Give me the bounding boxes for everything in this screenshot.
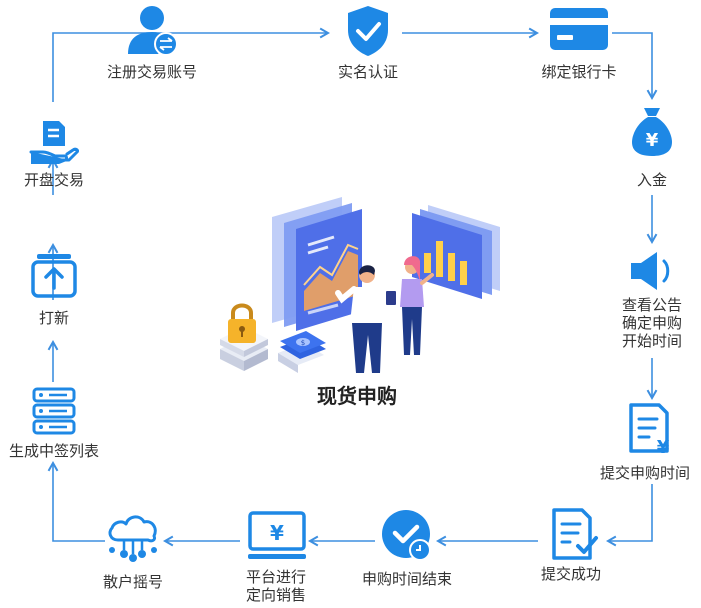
speaker-icon: [631, 252, 670, 290]
step-label: 注册交易账号: [106, 63, 198, 81]
cash-icon: $: [278, 331, 326, 373]
invoice-yuan-icon: ¥: [629, 403, 670, 455]
check-circle-icon: [382, 510, 431, 561]
svg-text:¥: ¥: [270, 521, 284, 545]
step-label: 入金: [636, 171, 668, 189]
user-exchange-icon: [128, 6, 178, 56]
upload-box-icon: [31, 254, 77, 298]
document-check-icon: [552, 508, 598, 560]
step-label: 提交成功: [540, 565, 602, 583]
chart-screen-right: [412, 205, 500, 299]
step-label: 开盘交易: [23, 171, 85, 189]
shield-check-icon: [348, 6, 388, 56]
step-label: 提交申购时间: [599, 464, 691, 482]
businessman-figure: [335, 265, 396, 373]
step-label: 申购时间结束: [361, 570, 453, 588]
center-title: 现货申购: [317, 384, 397, 408]
step-label: 实名认证: [337, 63, 399, 81]
svg-text:$: $: [301, 339, 305, 347]
businesswoman-figure: [400, 256, 434, 355]
step-label: 平台进行 定向销售: [245, 568, 307, 604]
server-list-icon: [32, 387, 76, 435]
step-label: 打新: [38, 309, 70, 327]
step-label: 查看公告 确定申购 开始时间: [621, 296, 683, 350]
bank-card-icon: [550, 8, 608, 50]
cloud-network-icon: [108, 515, 157, 562]
monitor-yuan-icon: ¥: [248, 511, 306, 559]
money-bag-icon: ¥: [632, 108, 672, 156]
step-label: 绑定银行卡: [541, 63, 617, 81]
hand-document-icon: [29, 121, 79, 164]
lock-icon: [220, 303, 268, 371]
spot-subscription-illustration: $: [220, 197, 500, 373]
svg-text:¥: ¥: [657, 437, 670, 455]
chart-screen-left: [272, 197, 362, 331]
svg-text:¥: ¥: [646, 130, 659, 151]
step-label: 生成中签列表: [8, 442, 100, 460]
step-label: 散户摇号: [102, 573, 164, 591]
